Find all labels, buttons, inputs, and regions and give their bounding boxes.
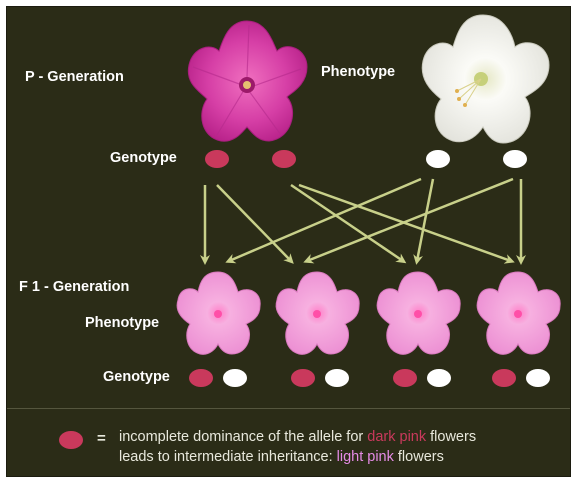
diagram-panel: P - Generation Phenotype Genotype F 1 - … bbox=[6, 6, 571, 477]
legend-allele-dark-pink bbox=[59, 431, 83, 449]
cross-arrows bbox=[200, 177, 526, 265]
allele-dark-pink bbox=[272, 150, 296, 168]
phenotype-label-f1: Phenotype bbox=[85, 315, 160, 331]
legend-line-1: incomplete dominance of the allele for d… bbox=[119, 429, 477, 445]
light-pink-flower-f1 bbox=[176, 271, 261, 355]
dark-pink-flower-p bbox=[187, 20, 308, 142]
dark-pink-highlight: dark pink bbox=[367, 429, 427, 445]
genotype-label-f1: Genotype bbox=[103, 369, 170, 385]
genotype-label-top: Genotype bbox=[110, 150, 177, 166]
allele-dark-pink bbox=[492, 369, 516, 387]
light-pink-highlight: light pink bbox=[336, 449, 394, 465]
legend-equals: = bbox=[97, 430, 106, 447]
p-generation-label: P - Generation bbox=[25, 69, 124, 85]
allele-dark-pink bbox=[291, 369, 315, 387]
allele-white bbox=[503, 150, 527, 168]
allele-dark-pink bbox=[189, 369, 213, 387]
allele-dark-pink bbox=[205, 150, 229, 168]
allele-white bbox=[426, 150, 450, 168]
allele-white bbox=[427, 369, 451, 387]
phenotype-label-top: Phenotype bbox=[321, 64, 396, 80]
allele-white bbox=[526, 369, 550, 387]
legend-divider bbox=[7, 408, 570, 409]
diagram-graphics bbox=[59, 14, 561, 449]
light-pink-flower-f1 bbox=[275, 271, 360, 355]
light-pink-flower-f1 bbox=[376, 271, 461, 355]
white-flower-p bbox=[421, 14, 550, 144]
allele-white bbox=[223, 369, 247, 387]
f1-generation-label: F 1 - Generation bbox=[19, 279, 130, 295]
legend-text: incomplete dominance of the allele for d… bbox=[119, 427, 476, 467]
allele-dark-pink bbox=[393, 369, 417, 387]
legend-line-2: leads to intermediate inheritance: light… bbox=[119, 449, 444, 465]
light-pink-flower-f1 bbox=[476, 271, 561, 355]
allele-white bbox=[325, 369, 349, 387]
